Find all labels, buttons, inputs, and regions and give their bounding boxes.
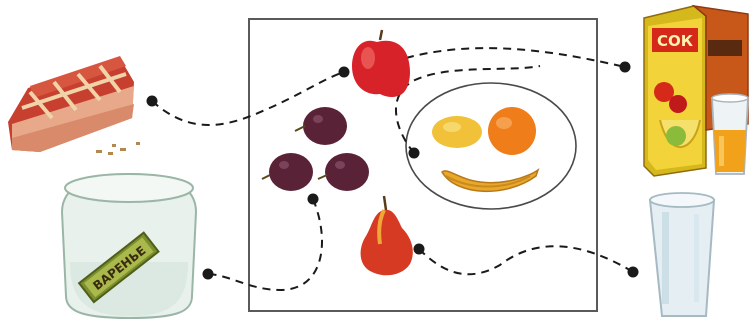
orange-icon	[488, 107, 536, 155]
dot-pear	[414, 244, 425, 255]
dot-juice-box	[620, 62, 631, 73]
empty-glass-icon	[650, 193, 714, 316]
dot-apple	[339, 67, 350, 78]
dot-circle	[409, 148, 420, 159]
dot-pie	[147, 96, 158, 107]
juice-box-label: СОК	[657, 32, 694, 50]
juice-glass-icon	[712, 94, 748, 174]
pie-slice-icon	[8, 56, 140, 155]
lemon-icon	[432, 116, 482, 148]
jam-jar-icon: ВАРЕНЬЕ	[62, 174, 196, 318]
dot-jam	[203, 269, 214, 280]
dot-plums	[308, 194, 319, 205]
dot-empty-glass	[628, 267, 639, 278]
